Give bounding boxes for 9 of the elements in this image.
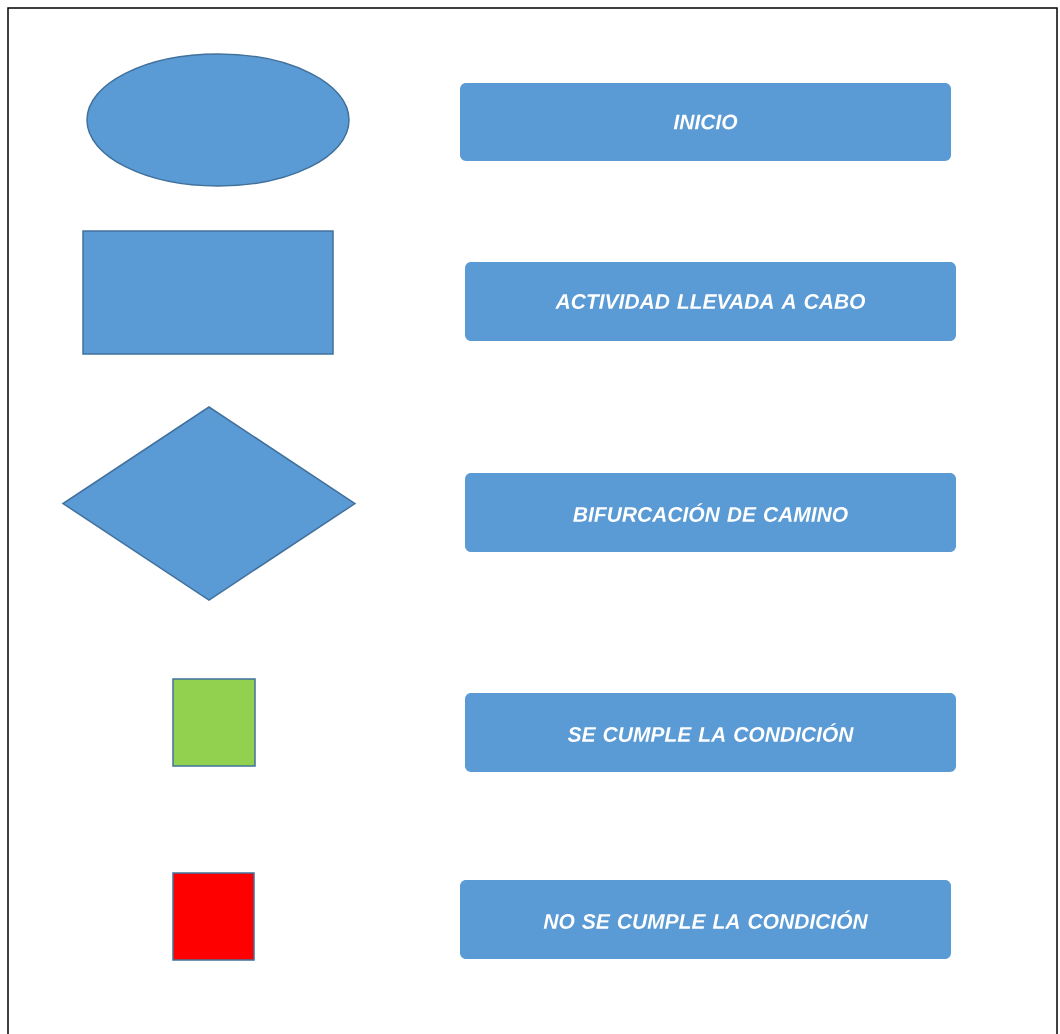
label-box: SE CUMPLE LA CONDICIÓN: [465, 693, 956, 772]
label-box: INICIO: [460, 83, 951, 161]
label-box: BIFURCACIÓN DE CAMINO: [465, 473, 956, 552]
rectangle-symbol: [172, 872, 255, 961]
rectangle-symbol: [172, 678, 256, 767]
ellipse-symbol: [86, 53, 350, 187]
label-box: ACTIVIDAD LLEVADA A CABO: [465, 262, 956, 341]
label-box: NO SE CUMPLE LA CONDICIÓN: [460, 880, 951, 959]
rectangle-symbol: [82, 230, 334, 355]
